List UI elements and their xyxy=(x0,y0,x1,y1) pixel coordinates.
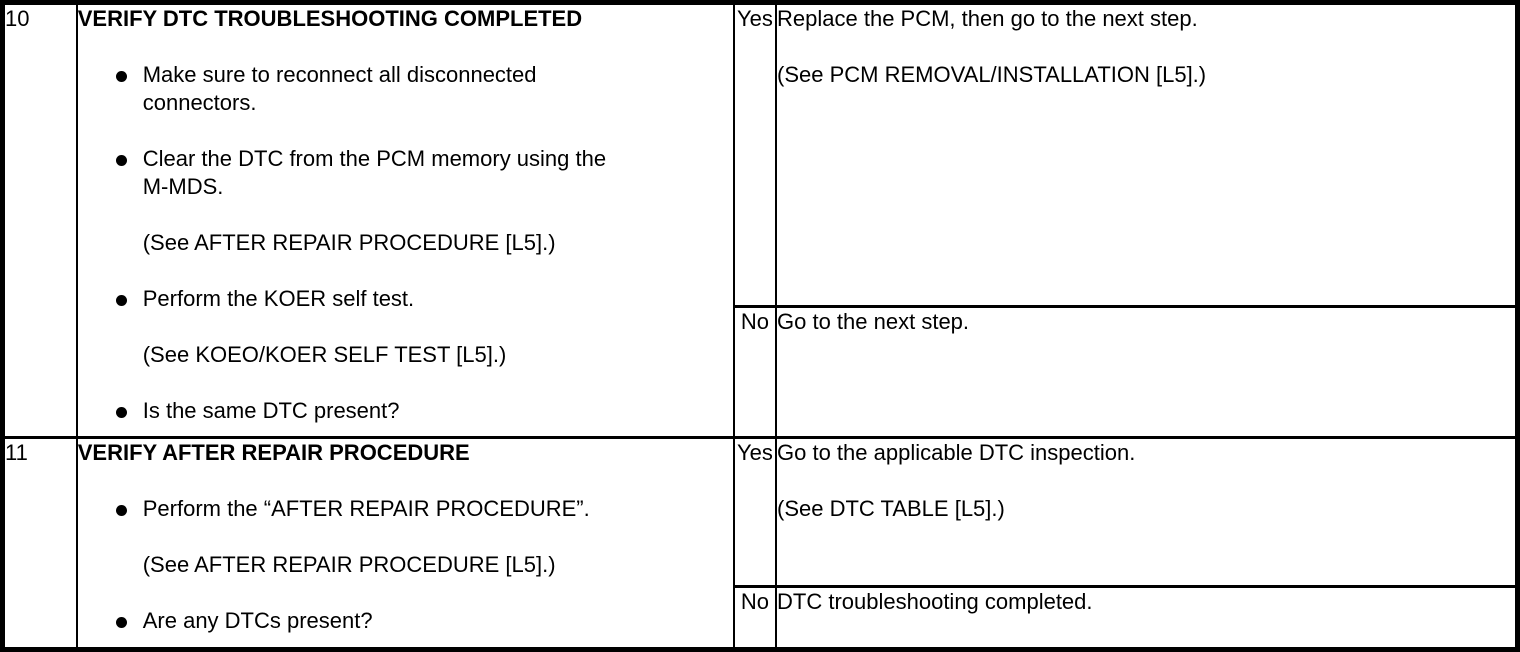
step-10-yes-result-cell: Replace the PCM, then go to the next ste… xyxy=(775,1,1519,308)
bullet-text: Make sure to reconnect all disconnected … xyxy=(142,62,537,115)
action-bullet-item: Are any DTCs present? xyxy=(79,607,732,635)
result-text: DTC troubleshooting completed. xyxy=(777,588,1093,614)
bullet-text: Is the same DTC present? xyxy=(142,398,400,423)
bullet-icon xyxy=(115,617,127,629)
bullet-text: Perform the “AFTER REPAIR PROCEDURE”. xyxy=(142,496,590,522)
action-title: VERIFY AFTER REPAIR PROCEDURE xyxy=(77,440,470,466)
step-number: 10 xyxy=(5,6,30,31)
table-row: 10 VERIFY DTC TROUBLESHOOTING COMPLETED … xyxy=(1,1,1519,439)
bullet-icon xyxy=(115,295,127,306)
step-11-yes-cell: Yes xyxy=(732,436,778,588)
bullet-icon xyxy=(115,407,127,418)
step-11-no-cell: No xyxy=(732,584,778,651)
step-11-yes-result-cell: Go to the applicable DTC inspection. (Se… xyxy=(775,436,1519,588)
action-title: VERIFY DTC TROUBLESHOOTING COMPLETED xyxy=(77,6,583,31)
bullet-icon xyxy=(115,155,127,166)
step-11-number-cell: 11 xyxy=(1,436,78,651)
step-11-no-result-cell: DTC troubleshooting completed. xyxy=(775,584,1519,651)
bullet-text: Are any DTCs present? xyxy=(142,608,373,634)
result-text: Go to the applicable DTC inspection. xyxy=(777,440,1136,466)
action-bullet-item: Is the same DTC present? xyxy=(79,397,732,425)
bullet-text: Perform the KOER self test. xyxy=(142,286,415,311)
step-11-action-cell: VERIFY AFTER REPAIR PROCEDURE Perform th… xyxy=(75,436,735,651)
result-text: Replace the PCM, then go to the next ste… xyxy=(777,6,1198,31)
no-label: No xyxy=(740,309,770,335)
yes-label: Yes xyxy=(737,6,773,31)
action-see-reference: (See KOEO/KOER SELF TEST [L5].) xyxy=(142,342,507,367)
table-row: No DTC troubleshooting completed. xyxy=(3,584,1519,651)
action-see-reference: (See AFTER REPAIR PROCEDURE [L5].) xyxy=(142,230,556,255)
bullet-icon xyxy=(115,505,127,517)
step-10-number-cell: 10 xyxy=(1,1,78,439)
action-bullet-item: Perform the “AFTER REPAIR PROCEDURE”. xyxy=(79,495,732,523)
yes-label: Yes xyxy=(737,440,773,466)
table-row: 11 VERIFY AFTER REPAIR PROCEDURE Perform… xyxy=(1,436,1519,651)
result-see-reference: (See PCM REMOVAL/INSTALLATION [L5].) xyxy=(777,62,1207,87)
action-see-reference: (See AFTER REPAIR PROCEDURE [L5].) xyxy=(142,552,556,578)
result-text: Go to the next step. xyxy=(777,309,970,335)
bullet-text: Clear the DTC from the PCM memory using … xyxy=(142,146,607,199)
action-bullet-item: Make sure to reconnect all disconnected … xyxy=(79,61,732,117)
bullet-icon xyxy=(115,71,127,82)
no-label: No xyxy=(740,588,770,614)
step-number: 11 xyxy=(5,440,28,466)
step-10-yes-cell: Yes xyxy=(732,1,778,308)
step-10-no-result-cell: Go to the next step. xyxy=(775,305,1519,439)
action-bullet-item: Perform the KOER self test. xyxy=(79,285,732,313)
result-see-reference: (See DTC TABLE [L5].) xyxy=(777,496,1005,522)
table-row: No Go to the next step. xyxy=(3,305,1519,439)
action-bullet-item: Clear the DTC from the PCM memory using … xyxy=(79,145,732,201)
step-10-no-cell: No xyxy=(732,305,778,439)
step-10-action-cell: VERIFY DTC TROUBLESHOOTING COMPLETED Mak… xyxy=(75,1,735,439)
